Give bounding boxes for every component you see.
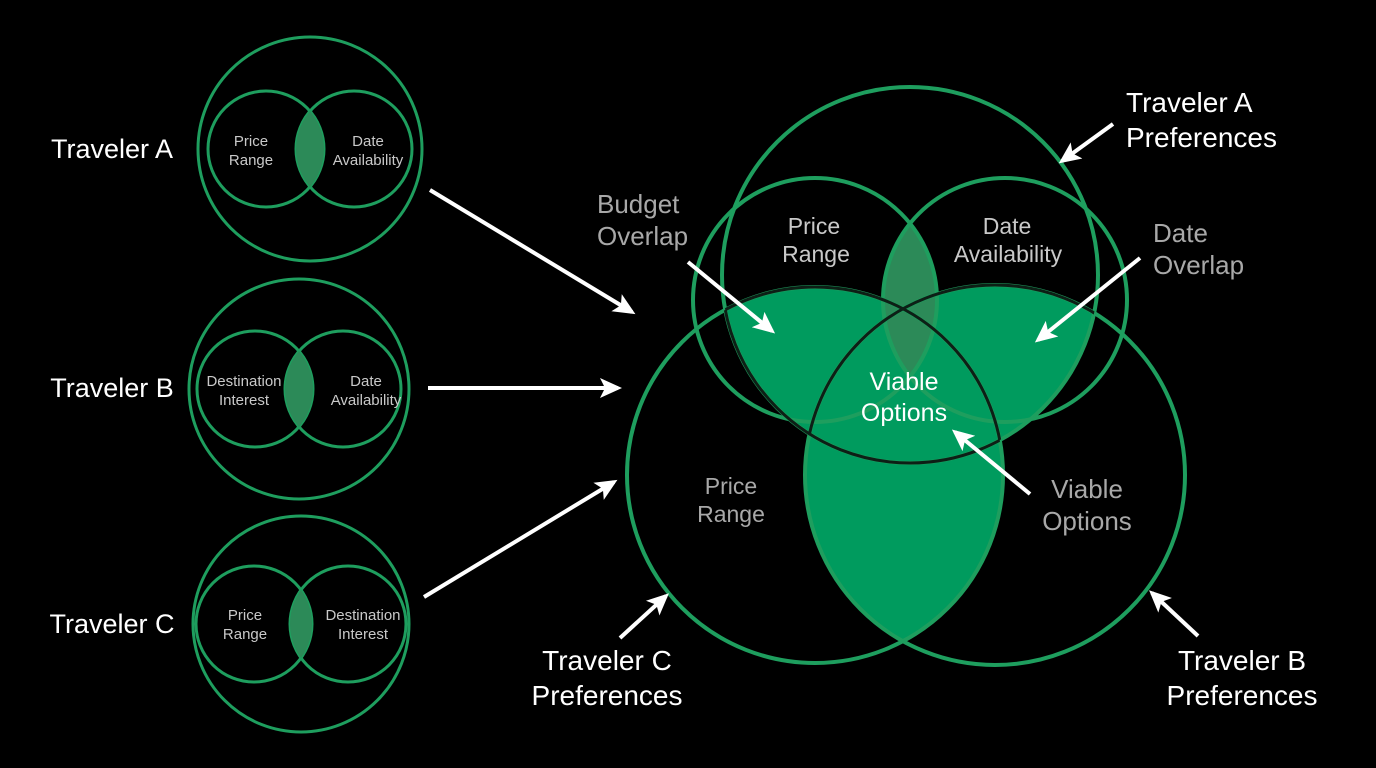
destination-interest-label: Destination [206,373,281,390]
callouts: Traveler A Preferences Budget Overlap Da… [532,87,1318,711]
small-venn-traveler-a: Traveler A Price Range Date Availability [51,35,424,263]
svg-text:Range: Range [229,152,273,169]
outer-circle [196,35,424,263]
svg-text:Options: Options [1042,506,1132,536]
viable-options-center-label: Viable [869,368,938,396]
svg-text:Preferences: Preferences [1126,122,1277,153]
traveler-c-price-range-label: Price [705,473,757,499]
svg-text:Options: Options [861,399,947,427]
arrow-traveler-b-preferences [1149,590,1200,638]
date-availability-label: Date [350,373,382,390]
arrow-traveler-a-preferences [1058,122,1115,164]
traveler-b-preferences-label: Traveler B [1178,645,1306,676]
small-venn-traveler-c: Traveler C Price Range Destination Inter… [49,514,411,734]
price-range-label: Price [228,607,262,624]
svg-text:Availability: Availability [333,152,404,169]
svg-text:Preferences: Preferences [1167,680,1318,711]
bc-overlap-region [805,287,1003,663]
traveler-c-preferences-label: Traveler C [542,645,672,676]
svg-text:Range: Range [223,626,267,643]
svg-text:Availability: Availability [954,241,1063,267]
budget-overlap-label: Budget [597,189,680,219]
date-availability-label: Date [352,133,384,150]
inner-price-range-label: Price [788,213,840,239]
svg-text:Interest: Interest [219,392,270,409]
date-overlap-label: Date [1153,218,1208,248]
main-venn: Price Range Date Availability Viable Opt… [625,85,1187,667]
arrow-a-to-main [428,188,636,315]
viable-options-callout-label: Viable [1051,474,1123,504]
destination-interest-label: Destination [325,607,400,624]
flow-arrows [422,188,636,599]
arrow-budget-overlap [686,260,776,334]
svg-text:Overlap: Overlap [597,221,688,251]
arrow-date-overlap [1034,256,1142,343]
svg-text:Availability: Availability [331,392,402,409]
traveler-b-label: Traveler B [50,373,174,403]
inner-date-availability-label: Date [983,213,1032,239]
inner-price-range-circle [691,176,939,424]
arrow-traveler-c-preferences [618,593,669,640]
traveler-c-label: Traveler C [49,609,174,639]
arrow-c-to-main [422,479,618,599]
small-venn-traveler-b: Traveler B Destination Interest Date Ava… [50,277,411,501]
svg-text:Range: Range [697,501,765,527]
traveler-a-label: Traveler A [51,134,173,164]
svg-text:Preferences: Preferences [532,680,683,711]
svg-text:Range: Range [782,241,850,267]
price-range-label: Price [234,133,268,150]
traveler-a-preferences-label: Traveler A [1126,87,1253,118]
svg-text:Interest: Interest [338,626,389,643]
arrow-viable-options [951,429,1032,496]
svg-text:Overlap: Overlap [1153,250,1244,280]
